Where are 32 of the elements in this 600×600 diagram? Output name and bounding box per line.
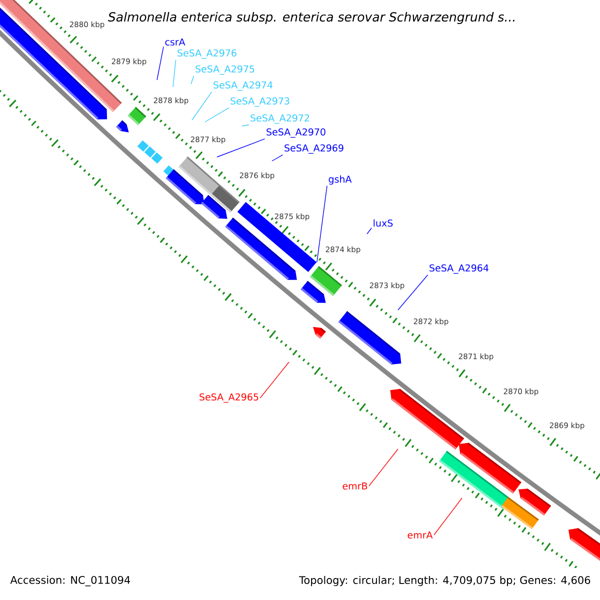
gene-label: SeSA_A2975: [196, 65, 254, 75]
gene-label: SeSA_A2970: [266, 128, 326, 138]
leader-line: [156, 46, 164, 80]
title: Salmonella enterica subsp. enterica serovar Schwarzengrund s...: [108, 12, 514, 24]
leader-line: [434, 498, 462, 536]
leader-line: [216, 138, 266, 158]
gene-label: luxS: [374, 219, 393, 227]
gene-bar: [237, 202, 317, 272]
leader-line: [204, 108, 230, 122]
gene-label: SeSA_A2964: [430, 264, 488, 274]
leader-line: [316, 185, 328, 262]
gene-label: emrA: [408, 531, 433, 539]
gene-label: SeSA_A2972: [250, 114, 310, 124]
gene-label: csrA: [165, 38, 186, 46]
leader-line: [172, 60, 176, 88]
leader-line: [192, 92, 212, 120]
leader-line: [272, 154, 284, 162]
gene-label: SeSA_A2976: [178, 49, 236, 59]
summary-text: Topology: circular; Length: 4,709,075 bp; Genes: 4,606: [299, 576, 590, 586]
leader-line: [368, 448, 398, 486]
leader-line: [260, 362, 290, 398]
gene-label: emrB: [342, 482, 368, 490]
gene-label: SeSA_A2965: [200, 393, 258, 403]
gene-label: SeSA_A2973: [230, 97, 290, 107]
accession-text: Accession: NC_011094: [10, 576, 130, 586]
leader-line: [190, 76, 194, 84]
leader-line: [242, 124, 250, 126]
gene-label: SeSA_A2974: [214, 81, 272, 91]
gene-label: gshA: [328, 175, 352, 185]
leader-line: [398, 274, 428, 310]
gene-label: SeSA_A2969: [284, 144, 344, 154]
leader-line: [366, 228, 372, 234]
